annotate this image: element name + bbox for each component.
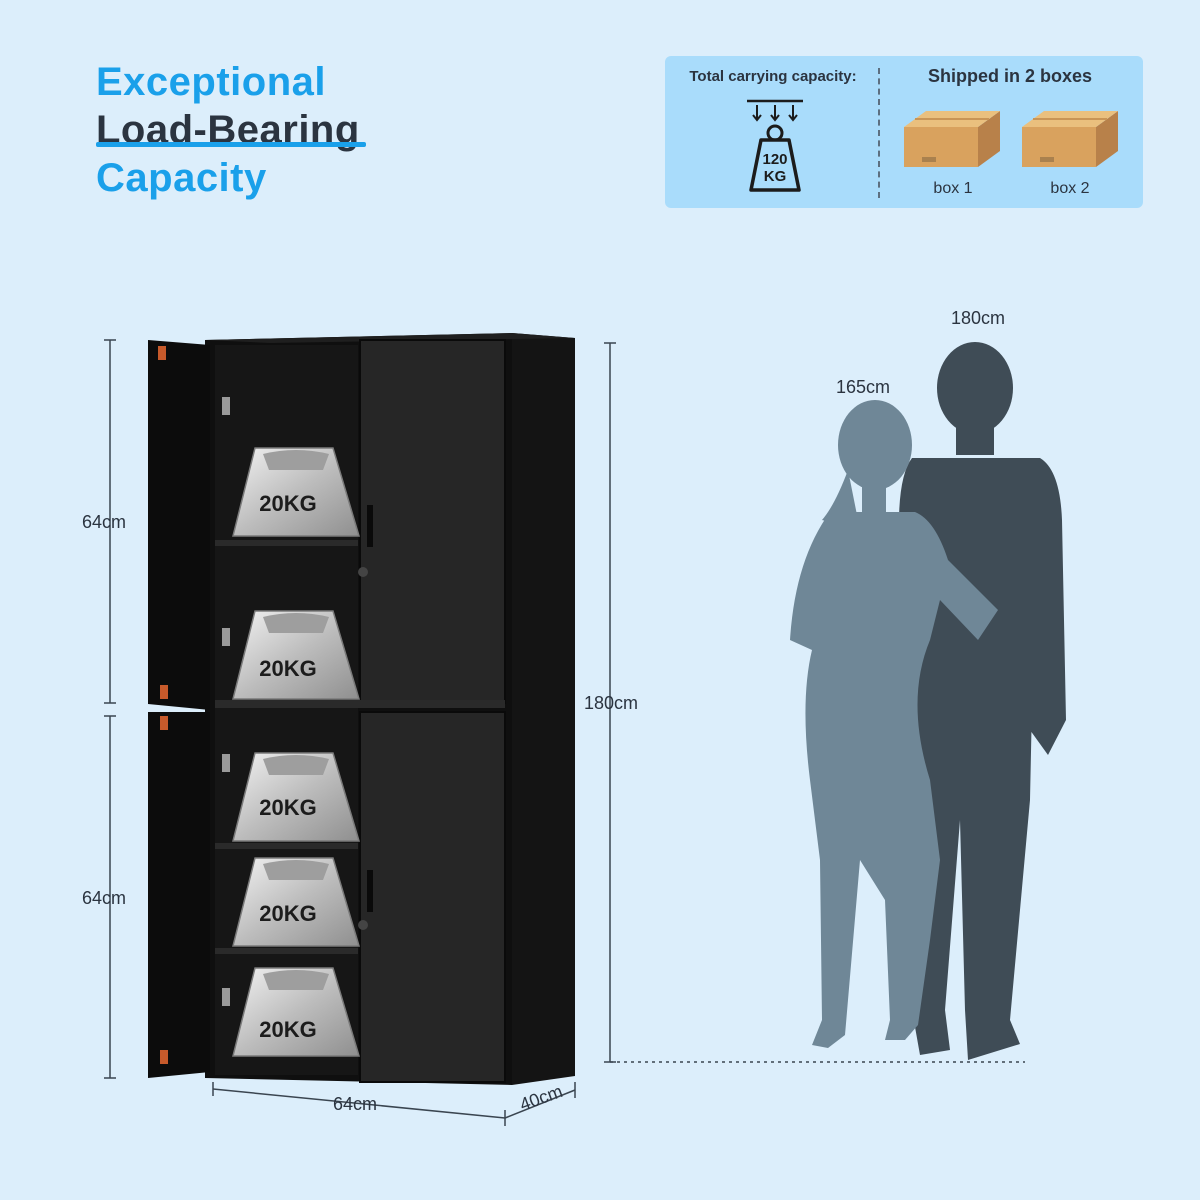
capacity-weight-line-2: KG	[764, 168, 787, 185]
weight-5: 20KG	[232, 967, 361, 1057]
panel-divider	[878, 68, 880, 198]
capacity-label: Total carrying capacity:	[689, 68, 857, 85]
headline-underline	[96, 142, 366, 147]
lower-right-door	[359, 711, 506, 1083]
weight-2-label: 20KG	[259, 656, 316, 681]
woman-height-label: 165cm	[836, 377, 891, 397]
shipping-title: Shipped in 2 boxes	[927, 66, 1093, 86]
upper-left-door-open	[148, 340, 210, 710]
woman-silhouette	[790, 400, 998, 1048]
box-2-label: box 2	[1050, 180, 1090, 197]
box-1-label: box 1	[933, 180, 973, 197]
width-label: 64cm	[333, 1094, 378, 1114]
upper-right-door	[359, 339, 506, 704]
weight-4-label: 20KG	[259, 901, 316, 926]
weight-3: 20KG	[232, 752, 361, 842]
lower-height-label: 64cm	[82, 888, 127, 908]
shelves	[215, 540, 505, 954]
upper-lock	[358, 567, 368, 577]
total-height-label: 180cm	[584, 693, 639, 713]
lower-lock	[358, 920, 368, 930]
shipping-box-2-icon	[1022, 111, 1118, 167]
weight-1: 20KG	[232, 447, 361, 537]
hinges	[158, 346, 168, 1064]
weight-4: 20KG	[232, 857, 361, 947]
lower-door-handle	[367, 870, 373, 912]
man-silhouette	[898, 342, 1066, 1060]
weight-capacity-icon: 120 KG	[747, 99, 803, 192]
upper-door-handle	[367, 505, 373, 547]
weight-3-label: 20KG	[259, 795, 316, 820]
upper-height-label: 64cm	[82, 512, 127, 532]
weight-5-label: 20KG	[259, 1017, 316, 1042]
cabinet-side-panel	[512, 333, 575, 1085]
weight-1-label: 20KG	[259, 491, 316, 516]
headline-line-1: Exceptional	[96, 60, 327, 104]
dimension-lines	[104, 339, 616, 1126]
weight-2: 20KG	[232, 610, 361, 700]
headline: Exceptional Load-Bearing Capacity	[96, 58, 360, 202]
capacity-weight-line-1: 120	[762, 151, 787, 168]
man-height-label: 180cm	[951, 308, 1006, 328]
shipping-box-1-icon	[904, 111, 1000, 167]
headline-line-3: Capacity	[96, 156, 267, 200]
lower-left-door-open	[148, 712, 210, 1078]
